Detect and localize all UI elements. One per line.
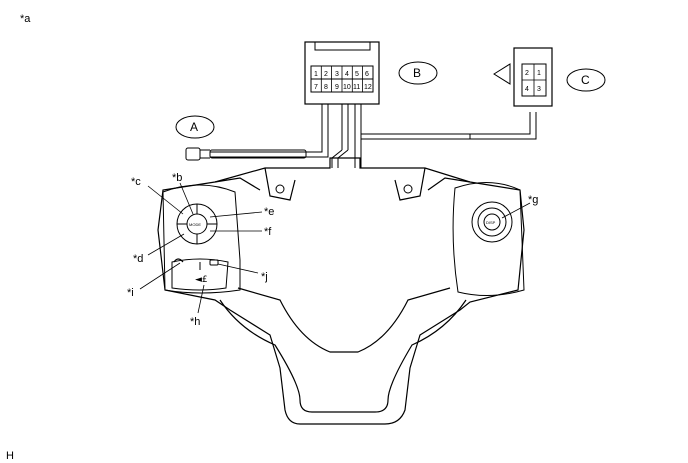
- label-i: *i: [127, 287, 134, 299]
- mounting-hole-left: [275, 184, 285, 194]
- connector-c-pin: 3: [537, 86, 541, 93]
- label-d: *d: [133, 253, 143, 265]
- connector-b: 1 2 3 4 5 6 7 8 9 10 11 12: [304, 41, 380, 105]
- connector-b-pin: 6: [365, 71, 369, 78]
- connector-b-pin: 5: [355, 71, 359, 78]
- label-c: *c: [131, 176, 141, 188]
- leader-lines: [139, 182, 531, 314]
- callout-b: [398, 61, 438, 85]
- wire-harness: [210, 104, 537, 168]
- mounting-hole-right: [403, 184, 413, 194]
- connector-b-pin: 12: [364, 84, 372, 91]
- callout-c-label: C: [581, 73, 590, 87]
- callout-b-label: B: [413, 66, 421, 80]
- connector-b-pin: 1: [314, 71, 318, 78]
- right-switch-cluster: [452, 181, 525, 297]
- label-f: *f: [264, 226, 272, 238]
- connector-c: 2 1 4 3: [493, 47, 553, 107]
- phone-off-hook-icon: [209, 259, 219, 266]
- connector-b-pin: 10: [343, 84, 351, 91]
- callout-a-label: A: [190, 120, 198, 134]
- voice-command-icon: ◄£: [195, 275, 208, 285]
- connector-b-pin: 3: [335, 71, 339, 78]
- mode-button-text: MODE: [189, 222, 201, 227]
- connector-b-pin: 4: [345, 71, 349, 78]
- label-e: *e: [264, 206, 274, 218]
- callout-c: [566, 68, 606, 92]
- callout-a: [175, 115, 215, 139]
- left-switch-cluster: [162, 184, 241, 294]
- connector-c-pin: 2: [525, 70, 529, 77]
- label-j: *j: [261, 271, 268, 283]
- steering-pad: [157, 157, 525, 425]
- label-b: *b: [172, 172, 182, 184]
- disp-button-text: DISP: [486, 220, 496, 225]
- connector-c-pin: 1: [537, 70, 541, 77]
- connector-b-pin: 2: [324, 71, 328, 78]
- connector-b-pin: 11: [353, 84, 360, 91]
- figure-label: *a: [20, 13, 31, 25]
- connector-c-latch-arrow: [493, 63, 511, 85]
- phone-on-hook-icon: [173, 258, 184, 263]
- label-h: *h: [190, 316, 200, 328]
- connector-b-pin: 9: [335, 84, 339, 91]
- label-g: *g: [528, 194, 538, 206]
- connector-b-pin: 7: [314, 84, 318, 91]
- connector-b-pin: 8: [324, 84, 328, 91]
- connector-c-pin: 4: [525, 86, 529, 93]
- connector-a: [185, 147, 307, 161]
- footer-label: H: [6, 450, 14, 462]
